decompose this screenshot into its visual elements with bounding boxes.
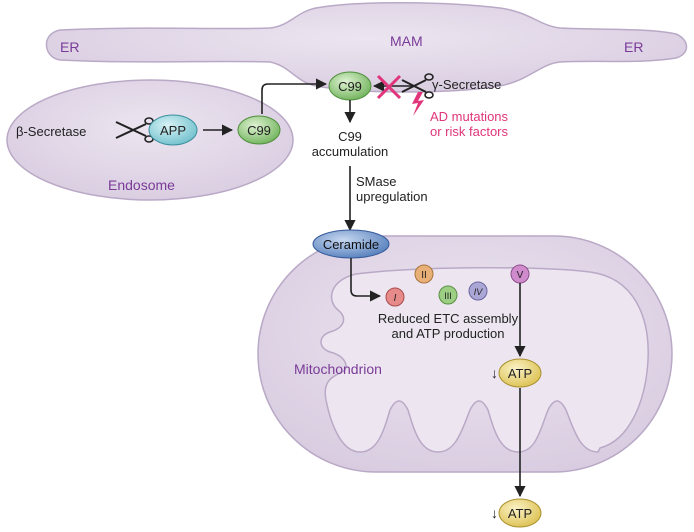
atp-cyto-down-arrow: ↓	[491, 505, 498, 521]
gamma-secretase-label: γ-Secretase	[432, 77, 501, 92]
c99-mam-label: C99	[338, 79, 362, 94]
c99-transport-arrow	[261, 78, 328, 114]
complex-v-label: V	[517, 270, 524, 281]
ceramide-label: Ceramide	[323, 237, 379, 252]
app-node	[148, 114, 198, 146]
er-right-label: ER	[624, 39, 643, 55]
ad-risk-factors-label: or risk factors	[430, 124, 509, 139]
etc-reduced-line1: Reduced ETC assembly	[378, 311, 519, 326]
inhibition-x-icon	[376, 74, 402, 100]
ad-mutations-label: AD mutations	[430, 109, 509, 124]
complex-iii-label: III	[444, 291, 452, 301]
atp-mito-node	[498, 358, 542, 388]
c99-accumulation-line1: C99	[338, 129, 362, 144]
mitochondrion-inner-membrane	[320, 266, 649, 453]
endosome-membrane	[6, 79, 294, 201]
atp-cyto-node	[498, 498, 542, 528]
er-mam-membrane	[45, 2, 688, 93]
complex-i-node	[385, 287, 405, 307]
complex-ii-label: II	[421, 270, 427, 281]
etc-reduced-line2: and ATP production	[392, 326, 505, 341]
smase-line2: upregulation	[356, 189, 428, 204]
mam-label: MAM	[390, 33, 423, 49]
smase-line1: SMase	[356, 174, 396, 189]
complex-ii-node	[414, 264, 434, 284]
c99-accumulation-line2: accumulation	[312, 144, 389, 159]
app-label: APP	[160, 123, 186, 138]
complex-iii-node	[438, 285, 458, 305]
atp-mito-label: ATP	[508, 366, 532, 381]
beta-secretase-label: β-Secretase	[16, 124, 86, 139]
c99-endosome-node	[237, 115, 281, 145]
ceramide-to-etc-arrow	[350, 258, 382, 302]
complex-iv-label: IV	[474, 287, 484, 297]
atp-mito-down-arrow: ↓	[491, 365, 498, 381]
endosome-label: Endosome	[108, 177, 175, 193]
complex-iv-node	[468, 281, 488, 301]
atp-cyto-label: ATP	[508, 506, 532, 521]
c99-endosome-label: C99	[247, 123, 271, 138]
mitochondrion-label: Mitochondrion	[294, 361, 382, 377]
scissors-icon-gamma	[401, 73, 434, 99]
er-left-label: ER	[60, 39, 79, 55]
lightning-icon	[412, 92, 424, 116]
complex-i-label: I	[394, 293, 397, 304]
